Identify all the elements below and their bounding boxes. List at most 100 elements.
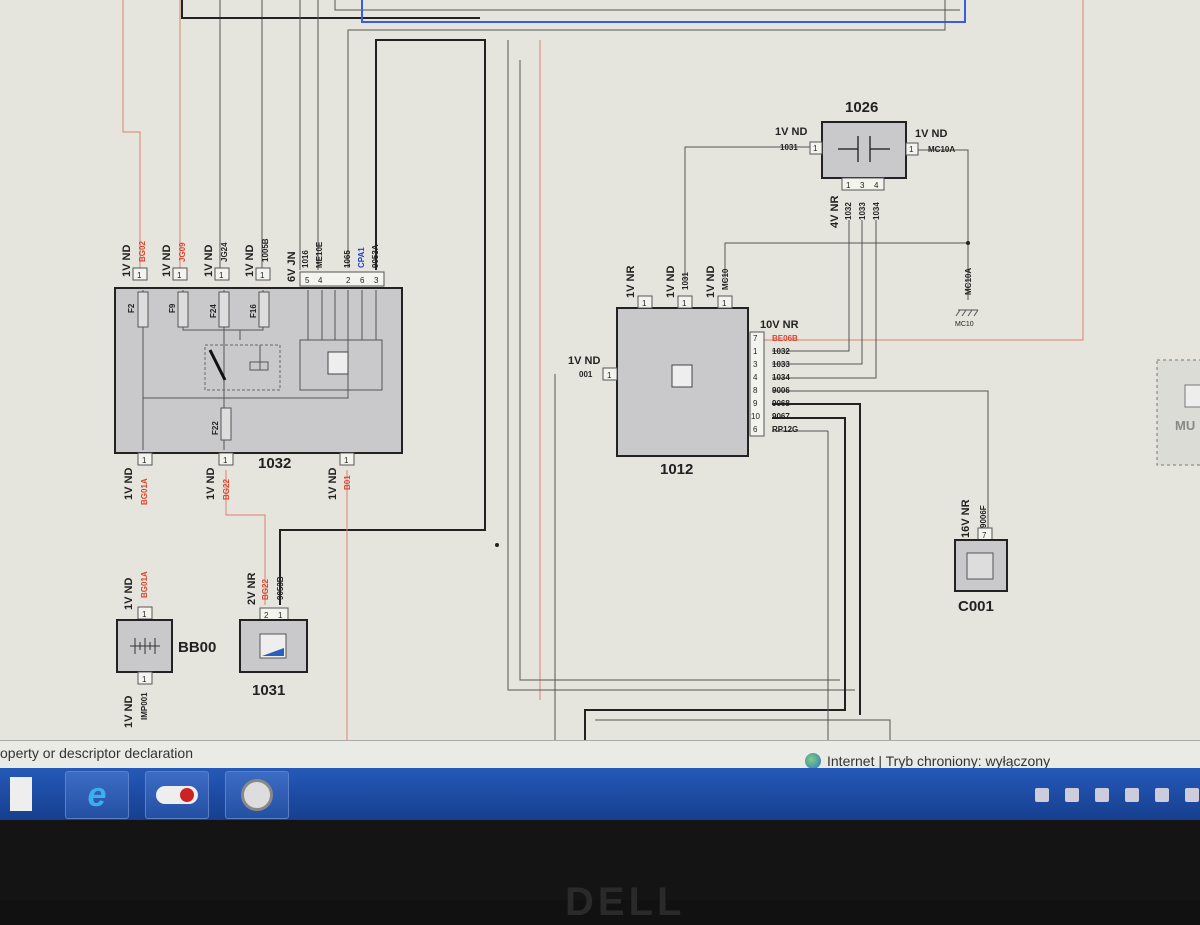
- svg-text:9053A: 9053A: [371, 244, 380, 268]
- browser-status-bar: operty or descriptor declaration Interne…: [0, 740, 1200, 769]
- taskbar-media-app[interactable]: [145, 771, 209, 819]
- tray-battery-icon[interactable]: [1095, 788, 1109, 802]
- battery-icon: [130, 638, 160, 654]
- tray-display-icon[interactable]: [1155, 788, 1169, 802]
- svg-text:3: 3: [753, 360, 758, 369]
- svg-text:MC10: MC10: [955, 321, 974, 328]
- svg-text:7: 7: [982, 531, 987, 540]
- svg-text:1: 1: [137, 271, 142, 280]
- tray-network-icon[interactable]: [1035, 788, 1049, 802]
- svg-text:1: 1: [260, 271, 265, 280]
- svg-text:10: 10: [751, 412, 760, 421]
- svg-text:1: 1: [813, 144, 818, 153]
- svg-text:CPA1: CPA1: [357, 247, 366, 268]
- svg-text:MC10A: MC10A: [928, 145, 955, 154]
- bottom-pins: 1 1 1 1V ND BG01A 1V ND BG22 1V ND B01: [123, 452, 355, 505]
- tray-action-icon[interactable]: [1185, 788, 1199, 802]
- svg-text:1V ND: 1V ND: [327, 468, 339, 500]
- svg-text:1: 1: [278, 611, 283, 620]
- svg-text:1: 1: [177, 271, 182, 280]
- taskbar-file-button[interactable]: [0, 771, 32, 817]
- svg-text:1: 1: [909, 145, 914, 154]
- component-c001[interactable]: 16V NR 9006F 7 C001: [954, 499, 1008, 615]
- svg-text:5: 5: [305, 276, 310, 285]
- svg-text:1V ND: 1V ND: [568, 355, 600, 367]
- svg-text:1005B: 1005B: [261, 238, 270, 262]
- svg-text:4: 4: [874, 181, 879, 190]
- svg-text:3: 3: [860, 181, 865, 190]
- svg-text:F22: F22: [211, 421, 220, 435]
- component-bb00[interactable]: 1V ND BG01A 1 1 1V ND IMP001 BB00: [116, 571, 216, 728]
- tray-volume-icon[interactable]: [1125, 788, 1139, 802]
- svg-text:1: 1: [223, 456, 228, 465]
- svg-text:9053B: 9053B: [276, 576, 285, 600]
- svg-text:1: 1: [607, 371, 612, 380]
- socket-icon: [966, 552, 994, 580]
- svg-text:ME10E: ME10E: [315, 241, 324, 268]
- svg-text:7: 7: [753, 334, 758, 343]
- taskbar-diagnostic-app[interactable]: [225, 771, 289, 819]
- svg-text:IMP001: IMP001: [140, 692, 149, 720]
- svg-text:1V ND: 1V ND: [123, 578, 135, 610]
- capacitor-icon: [838, 136, 890, 162]
- security-zone[interactable]: Internet | Tryb chroniony: wyłączony: [805, 753, 1050, 769]
- svg-text:BG02: BG02: [138, 241, 147, 262]
- globe-icon: [805, 753, 821, 769]
- svg-text:2V NR: 2V NR: [246, 573, 258, 605]
- svg-text:2: 2: [264, 611, 269, 620]
- svg-text:C001: C001: [958, 598, 994, 615]
- svg-text:1: 1: [219, 271, 224, 280]
- component-1031[interactable]: 2V NR BG22 9053B 2 1 1031: [239, 573, 308, 699]
- internal-circuit: F2 F9 F24 F16 F22: [127, 290, 383, 450]
- svg-text:1016: 1016: [301, 250, 310, 268]
- svg-text:9: 9: [753, 399, 758, 408]
- tray-devices-icon[interactable]: [1065, 788, 1079, 802]
- svg-text:F2: F2: [127, 303, 136, 313]
- svg-text:MC10A: MC10A: [964, 268, 973, 295]
- svg-text:6: 6: [360, 276, 365, 285]
- svg-text:1: 1: [682, 299, 687, 308]
- svg-text:9067: 9067: [772, 412, 790, 421]
- svg-text:4V NR: 4V NR: [829, 196, 841, 228]
- svg-text:1V ND: 1V ND: [123, 468, 135, 500]
- svg-text:1026: 1026: [845, 99, 878, 116]
- partial-component-mu[interactable]: MU: [1156, 359, 1200, 466]
- svg-text:1V ND: 1V ND: [665, 266, 677, 298]
- svg-text:1033: 1033: [858, 202, 867, 220]
- component-1012[interactable]: 1 1 1 1V NR 1V ND 1031 1V ND MC10 1V ND …: [568, 266, 799, 478]
- svg-text:BG01A: BG01A: [140, 571, 149, 598]
- svg-text:1: 1: [722, 299, 727, 308]
- svg-text:1: 1: [142, 456, 147, 465]
- svg-text:1V ND: 1V ND: [705, 266, 717, 298]
- svg-text:3: 3: [374, 276, 379, 285]
- svg-text:1V ND: 1V ND: [123, 696, 135, 728]
- svg-text:8: 8: [753, 386, 758, 395]
- svg-text:9006F: 9006F: [979, 505, 988, 528]
- monitor-bezel: DELL: [0, 820, 1200, 924]
- svg-text:1033: 1033: [772, 360, 790, 369]
- svg-text:6V JN: 6V JN: [286, 251, 298, 282]
- component-1032[interactable]: 1 1 1 1 1V ND BG02 1V ND JG09 1V ND JG24…: [114, 238, 403, 505]
- svg-text:F9: F9: [168, 303, 177, 313]
- svg-text:RP12G: RP12G: [772, 425, 798, 434]
- svg-text:4: 4: [318, 276, 323, 285]
- svg-text:1: 1: [642, 299, 647, 308]
- diagram-viewport: 1 1 1 1 1V ND BG02 1V ND JG09 1V ND JG24…: [0, 0, 1200, 740]
- top-pins: 1 1 1 1 1V ND BG02 1V ND JG09 1V ND JG24…: [121, 238, 385, 287]
- svg-text:F16: F16: [249, 304, 258, 318]
- svg-text:1031: 1031: [780, 143, 798, 152]
- svg-text:1V ND: 1V ND: [203, 245, 215, 277]
- svg-text:MU: MU: [1175, 418, 1195, 433]
- svg-text:1V ND: 1V ND: [161, 245, 173, 277]
- wires: [122, 0, 1084, 740]
- svg-text:F24: F24: [209, 304, 218, 318]
- component-1026[interactable]: 1026 1V ND 1031 1 1V ND 1 MC10A 1 3 4 4V…: [775, 99, 955, 228]
- svg-text:1065: 1065: [343, 250, 352, 268]
- svg-text:BG22: BG22: [261, 579, 270, 600]
- svg-text:4: 4: [753, 373, 758, 382]
- taskbar-internet-explorer[interactable]: e: [65, 771, 129, 819]
- svg-text:1032: 1032: [844, 202, 853, 220]
- svg-text:JG24: JG24: [220, 242, 229, 262]
- svg-text:16V NR: 16V NR: [960, 499, 972, 538]
